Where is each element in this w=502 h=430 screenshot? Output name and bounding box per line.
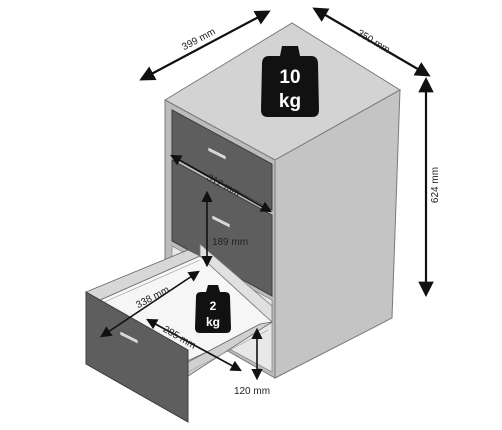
inner-width-arrow [170, 154, 272, 213]
depth-label: 350 mm [355, 28, 392, 56]
depth-arrow [312, 7, 431, 77]
drawer-weight-value: 2 [210, 299, 217, 313]
drawer-depth-arrow [100, 270, 200, 338]
drawer-inner-width-arrow [146, 318, 242, 372]
drawer-back-wall [199, 243, 273, 323]
drawer-weight-unit: kg [206, 315, 220, 329]
drawer-height-label: 189 mm [212, 237, 248, 248]
width-arrow [139, 10, 271, 81]
top-weight-unit: kg [279, 91, 301, 112]
top-weight-value: 10 [279, 67, 300, 88]
weight-shape-large [261, 46, 319, 117]
height-label: 624 mm [430, 167, 441, 203]
top-load-weight-icon: 10 kg [261, 46, 319, 117]
inner-dimension-lines [100, 154, 272, 381]
drawer-inner-height-label: 120 mm [234, 386, 270, 397]
drawer-load-weight-icon: 2 kg [195, 285, 231, 333]
dimension-lines [139, 7, 434, 298]
weight-shape-small [195, 285, 231, 333]
